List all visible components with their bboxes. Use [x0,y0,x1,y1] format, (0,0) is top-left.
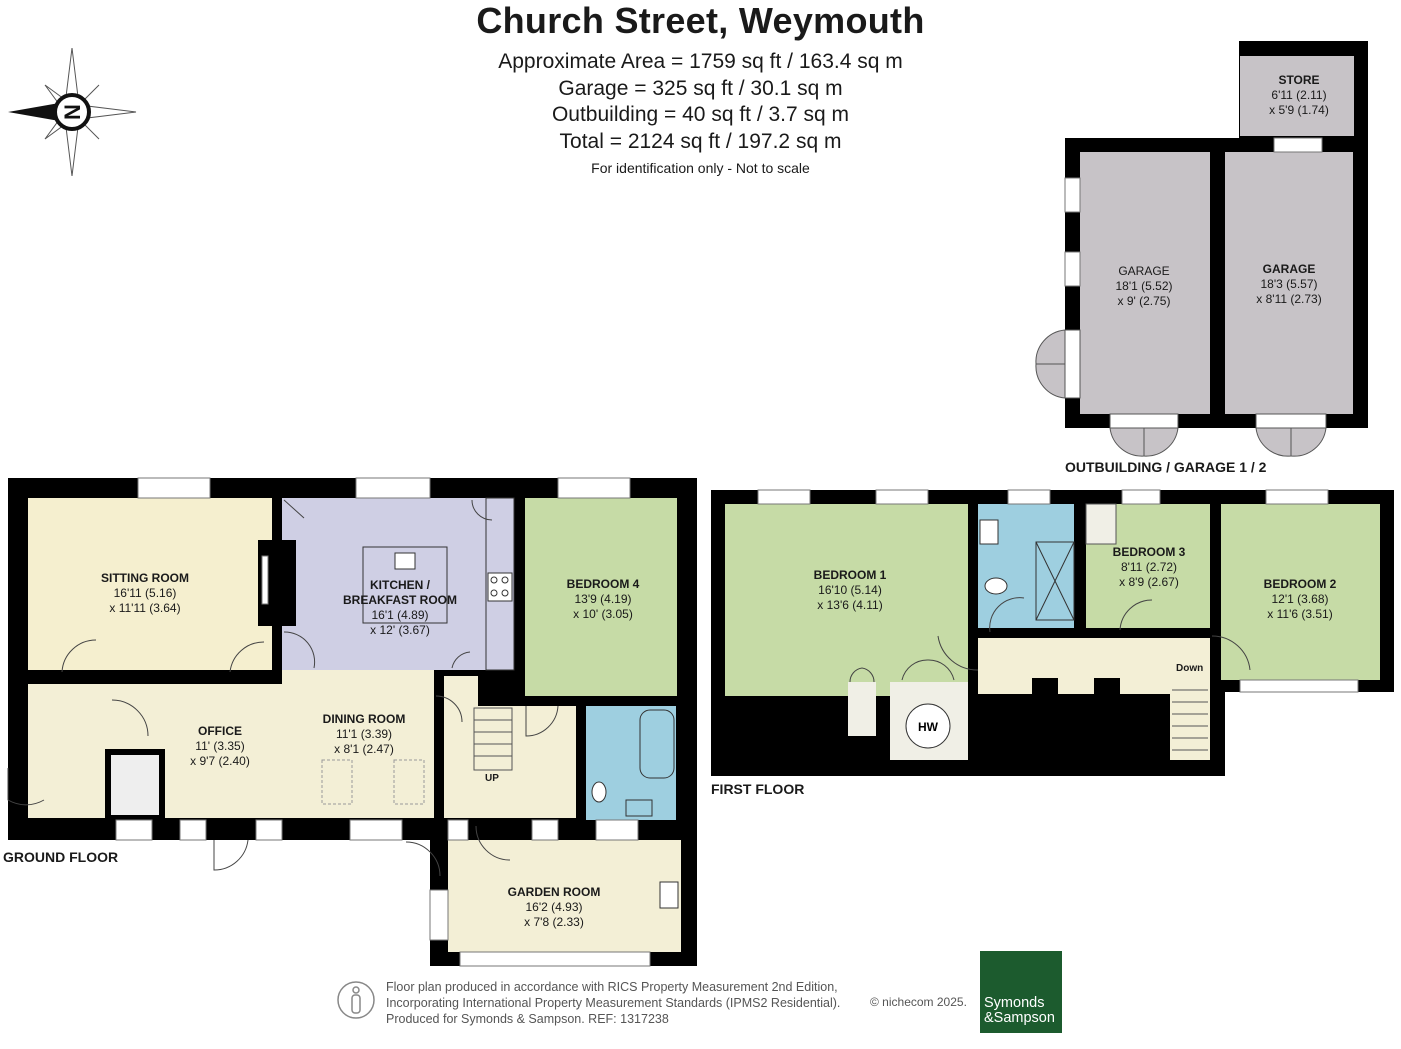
area-total: Total = 2124 sq ft / 197.2 sq m [559,129,842,153]
room-name: KITCHEN / [370,578,430,592]
first-floor-label: FIRST FLOOR [711,781,805,797]
room-name: GARAGE [1118,264,1170,278]
kitchen-area [282,498,514,670]
room-dim: x 9'7 (2.40) [190,754,250,768]
office-dining-area [28,684,434,818]
disclaimer-note: For identification only - Not to scale [591,160,810,176]
store-area [1240,56,1354,136]
room-name: BEDROOM 1 [813,568,887,582]
room-dim: x 11'6 (3.51) [1267,607,1333,621]
room-dim: x 8'1 (2.47) [334,742,394,756]
room-dim: x 5'9 (1.74) [1269,103,1329,117]
room-dim: x 11'11 (3.64) [109,601,181,615]
room-dim: x 13'6 (4.11) [817,598,883,612]
garden-room-area [448,840,681,952]
room-dim: x 12' (3.67) [370,623,430,637]
area-summary: Approximate Area = 1759 sq ft / 163.4 sq… [0,49,1401,155]
room-name: BEDROOM 3 [1112,545,1186,559]
room-store: STORE 6'11 (2.11) x 5'9 (1.74) [1254,73,1344,118]
bedroom2-area [1221,504,1380,680]
room-dining-room: DINING ROOM 11'1 (3.39) x 8'1 (2.47) [304,712,424,757]
room-dim: 8'11 (2.72) [1120,560,1178,574]
garage1-area [1080,152,1210,414]
hw-label: HW [918,720,939,734]
room-dim: x 10' (3.05) [573,607,633,621]
room-name: DINING ROOM [322,712,406,726]
room-bedroom-3: BEDROOM 3 8'11 (2.72) x 8'9 (2.67) [1094,545,1204,590]
room-bedroom-1: BEDROOM 1 16'10 (5.14) x 13'6 (4.11) [790,568,910,613]
room-kitchen: KITCHEN / BREAKFAST ROOM 16'1 (4.89) x 1… [330,578,470,638]
room-dim: x 8'9 (2.67) [1119,575,1179,589]
stairs-down-label: Down [1176,663,1204,674]
room-sitting-room: SITTING ROOM 16'11 (5.16) x 11'11 (3.64) [85,571,205,616]
logo-line-2: &Sampson [984,1010,1055,1026]
room-garden-room: GARDEN ROOM 16'2 (4.93) x 7'8 (2.33) [494,885,614,930]
footer-line: Floor plan produced in accordance with R… [386,980,838,994]
room-dim: 16'1 (4.89) [371,608,429,622]
room-name: GARDEN ROOM [507,885,601,899]
room-garage-2: GARAGE 18'3 (5.57) x 8'11 (2.73) [1239,262,1339,307]
room-dim: x 8'11 (2.73) [1256,292,1322,306]
stairs-up-label: UP [485,773,499,784]
agent-logo: Symonds &Sampson [980,951,1062,1033]
ground-floor-label: GROUND FLOOR [3,849,119,865]
compass-icon: N [8,47,137,177]
room-dim: x 9' (2.75) [1117,294,1171,308]
logo-line-1: Symonds [984,995,1045,1011]
room-name-line2: BREAKFAST ROOM [343,593,457,607]
outbuilding-label: OUTBUILDING / GARAGE 1 / 2 [1065,459,1267,475]
room-bedroom-4: BEDROOM 4 13'9 (4.19) x 10' (3.05) [543,577,663,622]
person-icon [337,981,375,1019]
compass-north-letter: N [60,104,85,120]
room-name: SITTING ROOM [101,571,189,585]
room-dim: 18'1 (5.52) [1115,279,1173,293]
room-dim: 13'9 (4.19) [574,592,632,606]
room-dim: 16'10 (5.14) [818,583,882,597]
room-garage-1: GARAGE 18'1 (5.52) x 9' (2.75) [1094,264,1194,309]
sitting-room-area [28,498,272,670]
room-dim: 12'1 (3.68) [1271,592,1329,606]
footer-line: Incorporating International Property Mea… [386,996,841,1010]
room-name: STORE [1278,73,1320,87]
first-floor-plan: HW [711,489,1394,776]
garage2-area [1225,152,1353,414]
area-garage: Garage = 325 sq ft / 30.1 sq m [558,76,843,100]
room-name: OFFICE [198,724,242,738]
room-dim: 11'1 (3.39) [335,727,393,741]
room-dim: 16'2 (4.93) [525,900,583,914]
bedroom4-area [525,498,677,696]
room-dim: 16'11 (5.16) [113,586,177,600]
outbuilding-plan [1035,41,1368,457]
room-bedroom-2: BEDROOM 2 12'1 (3.68) x 11'6 (3.51) [1240,577,1360,622]
room-name: GARAGE [1262,262,1316,276]
room-office: OFFICE 11' (3.35) x 9'7 (2.40) [160,724,280,769]
footer-statement: Floor plan produced in accordance with R… [386,979,840,1027]
area-outbuilding: Outbuilding = 40 sq ft / 3.7 sq m [551,103,850,126]
room-name: BEDROOM 2 [1263,577,1337,591]
room-dim: 6'11 (2.11) [1271,88,1327,102]
footer-line: Produced for Symonds & Sampson. REF: 131… [386,1012,669,1026]
copyright-text: © nichecom 2025. [870,995,967,1009]
plan-title: Church Street, Weymouth [476,0,925,41]
ground-floor-plan [7,477,697,967]
room-dim: x 7'8 (2.33) [524,915,584,929]
area-approx: Approximate Area = 1759 sq ft / 163.4 sq… [498,50,903,73]
bedroom1-area [725,504,968,696]
room-dim: 11' (3.35) [195,739,245,753]
room-name: BEDROOM 4 [566,577,640,591]
room-dim: 18'3 (5.57) [1260,277,1318,291]
